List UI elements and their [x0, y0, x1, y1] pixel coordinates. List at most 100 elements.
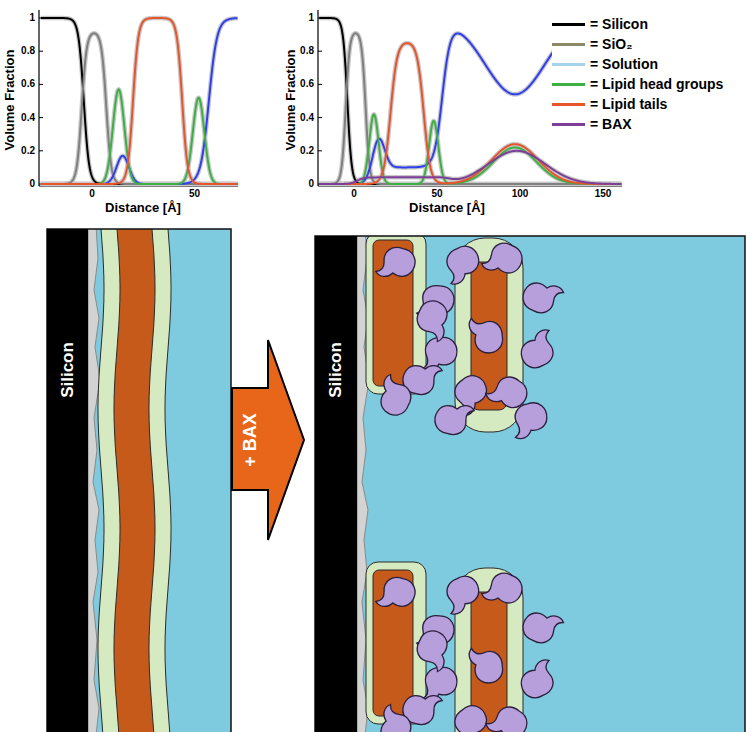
- legend-text: = Silicon: [590, 14, 648, 34]
- bax-protein: [469, 648, 502, 683]
- legend-swatch: [552, 43, 585, 46]
- tick-label: 0.6: [21, 79, 35, 91]
- head-group-curve: [41, 89, 238, 184]
- y-axis: [38, 10, 39, 186]
- axis-title: Volume Fraction: [284, 50, 299, 151]
- legend-text: = Lipid head groups: [590, 74, 723, 94]
- bax-protein: [516, 328, 560, 371]
- bax-protein: [422, 337, 457, 370]
- curves: [41, 18, 238, 184]
- bax-protein: [375, 242, 419, 285]
- bax-protein: [484, 699, 532, 732]
- tick-label: 0.4: [300, 112, 314, 124]
- bax-protein: [375, 572, 419, 615]
- tail-curve: [41, 18, 238, 184]
- axis-title: Distance [Å]: [105, 201, 181, 216]
- bax-curve: [319, 151, 621, 184]
- bax-protein: [431, 727, 475, 732]
- bax-protein: [518, 273, 565, 319]
- panel-frame: [315, 236, 745, 732]
- arrow-outline: [232, 340, 304, 540]
- legend-text: = SiO₂: [590, 34, 632, 54]
- bax-protein: [422, 667, 457, 700]
- curve-shadow: [41, 18, 238, 184]
- bax-protein: [440, 242, 484, 285]
- bax-membrane-complex: [366, 562, 565, 732]
- legend-swatch: [552, 103, 585, 106]
- solution-region: [315, 236, 745, 732]
- volume-fraction-plot: [39, 10, 238, 186]
- legend-row: = Lipid tails: [552, 94, 745, 114]
- axis-title: Distance [Å]: [409, 201, 485, 216]
- legend-text: = Solution: [590, 54, 658, 74]
- tick-label: 0.4: [21, 112, 35, 124]
- bax-protein: [411, 626, 457, 673]
- curve-shadow: [41, 18, 238, 184]
- bax-protein: [510, 731, 550, 732]
- tick-label: 100: [512, 188, 529, 200]
- legend: = Silicon= SiO₂= Solution= Lipid head gr…: [552, 14, 745, 136]
- solution-curve: [41, 18, 238, 184]
- lipid-head-layer: [98, 229, 171, 732]
- add-bax-arrow: + BAX: [229, 337, 307, 543]
- legend-row: = Lipid head groups: [552, 74, 745, 94]
- legend-row: = Silicon: [552, 14, 745, 34]
- legend-row: = Solution: [552, 54, 745, 74]
- tick-label: 0.6: [300, 79, 314, 91]
- bax-protein: [469, 318, 502, 353]
- tick-label: 1: [29, 12, 35, 24]
- tick-label: 0.2: [21, 145, 35, 157]
- curve-shadow: [41, 18, 238, 184]
- legend-swatch: [552, 63, 585, 66]
- tick-label: 0.2: [300, 145, 314, 157]
- node-label: + BAX: [240, 413, 261, 467]
- tick-label: 0.8: [21, 45, 35, 57]
- tick-label: 150: [595, 188, 612, 200]
- legend-swatch: [552, 23, 585, 26]
- tick-label: 0: [308, 178, 314, 190]
- tick-label: 0: [351, 188, 357, 200]
- right-cartoon: [315, 236, 745, 732]
- bax-protein: [510, 401, 550, 440]
- bax-protein: [431, 397, 475, 440]
- left-cartoon: [47, 229, 231, 732]
- axis-title: Volume Fraction: [3, 50, 18, 151]
- legend-row: = BAX: [552, 114, 745, 134]
- lipid-tail-layer: [114, 229, 155, 732]
- node-label: Silicon: [58, 342, 78, 398]
- y-tick: [39, 84, 43, 85]
- tick-label: 50: [189, 188, 200, 200]
- bax-protein: [480, 237, 527, 283]
- y-tick: [39, 150, 43, 151]
- panel-frame: [47, 229, 231, 732]
- y-tick: [318, 51, 322, 52]
- y-axis: [317, 10, 318, 186]
- y-tick: [318, 84, 322, 85]
- bax-protein: [440, 572, 484, 615]
- curve-shadow: [319, 114, 621, 184]
- tick-label: 50: [431, 188, 442, 200]
- bax-membrane-complex: [366, 236, 565, 440]
- bax-protein: [371, 703, 417, 732]
- legend-row: = SiO₂: [552, 34, 745, 54]
- bax-protein: [371, 373, 417, 420]
- silicon-substrate: Silicon: [47, 229, 88, 732]
- bax-protein: [411, 296, 457, 343]
- head-group-curve: [319, 114, 621, 184]
- bax-protein: [480, 567, 527, 613]
- y-tick: [39, 51, 43, 52]
- legend-text: = BAX: [590, 114, 632, 134]
- node-label: Silicon: [326, 342, 346, 398]
- tick-label: 0: [89, 188, 95, 200]
- tick-label: 0: [29, 178, 35, 190]
- bax-protein: [518, 603, 565, 649]
- y-tick: [318, 150, 322, 151]
- y-tick: [39, 117, 43, 118]
- bax-protein: [516, 658, 560, 701]
- silicon-substrate: Silicon: [315, 236, 357, 732]
- legend-text: = Lipid tails: [590, 94, 667, 114]
- legend-swatch: [552, 123, 585, 126]
- tick-label: 0.8: [300, 45, 314, 57]
- tick-label: 1: [308, 12, 314, 24]
